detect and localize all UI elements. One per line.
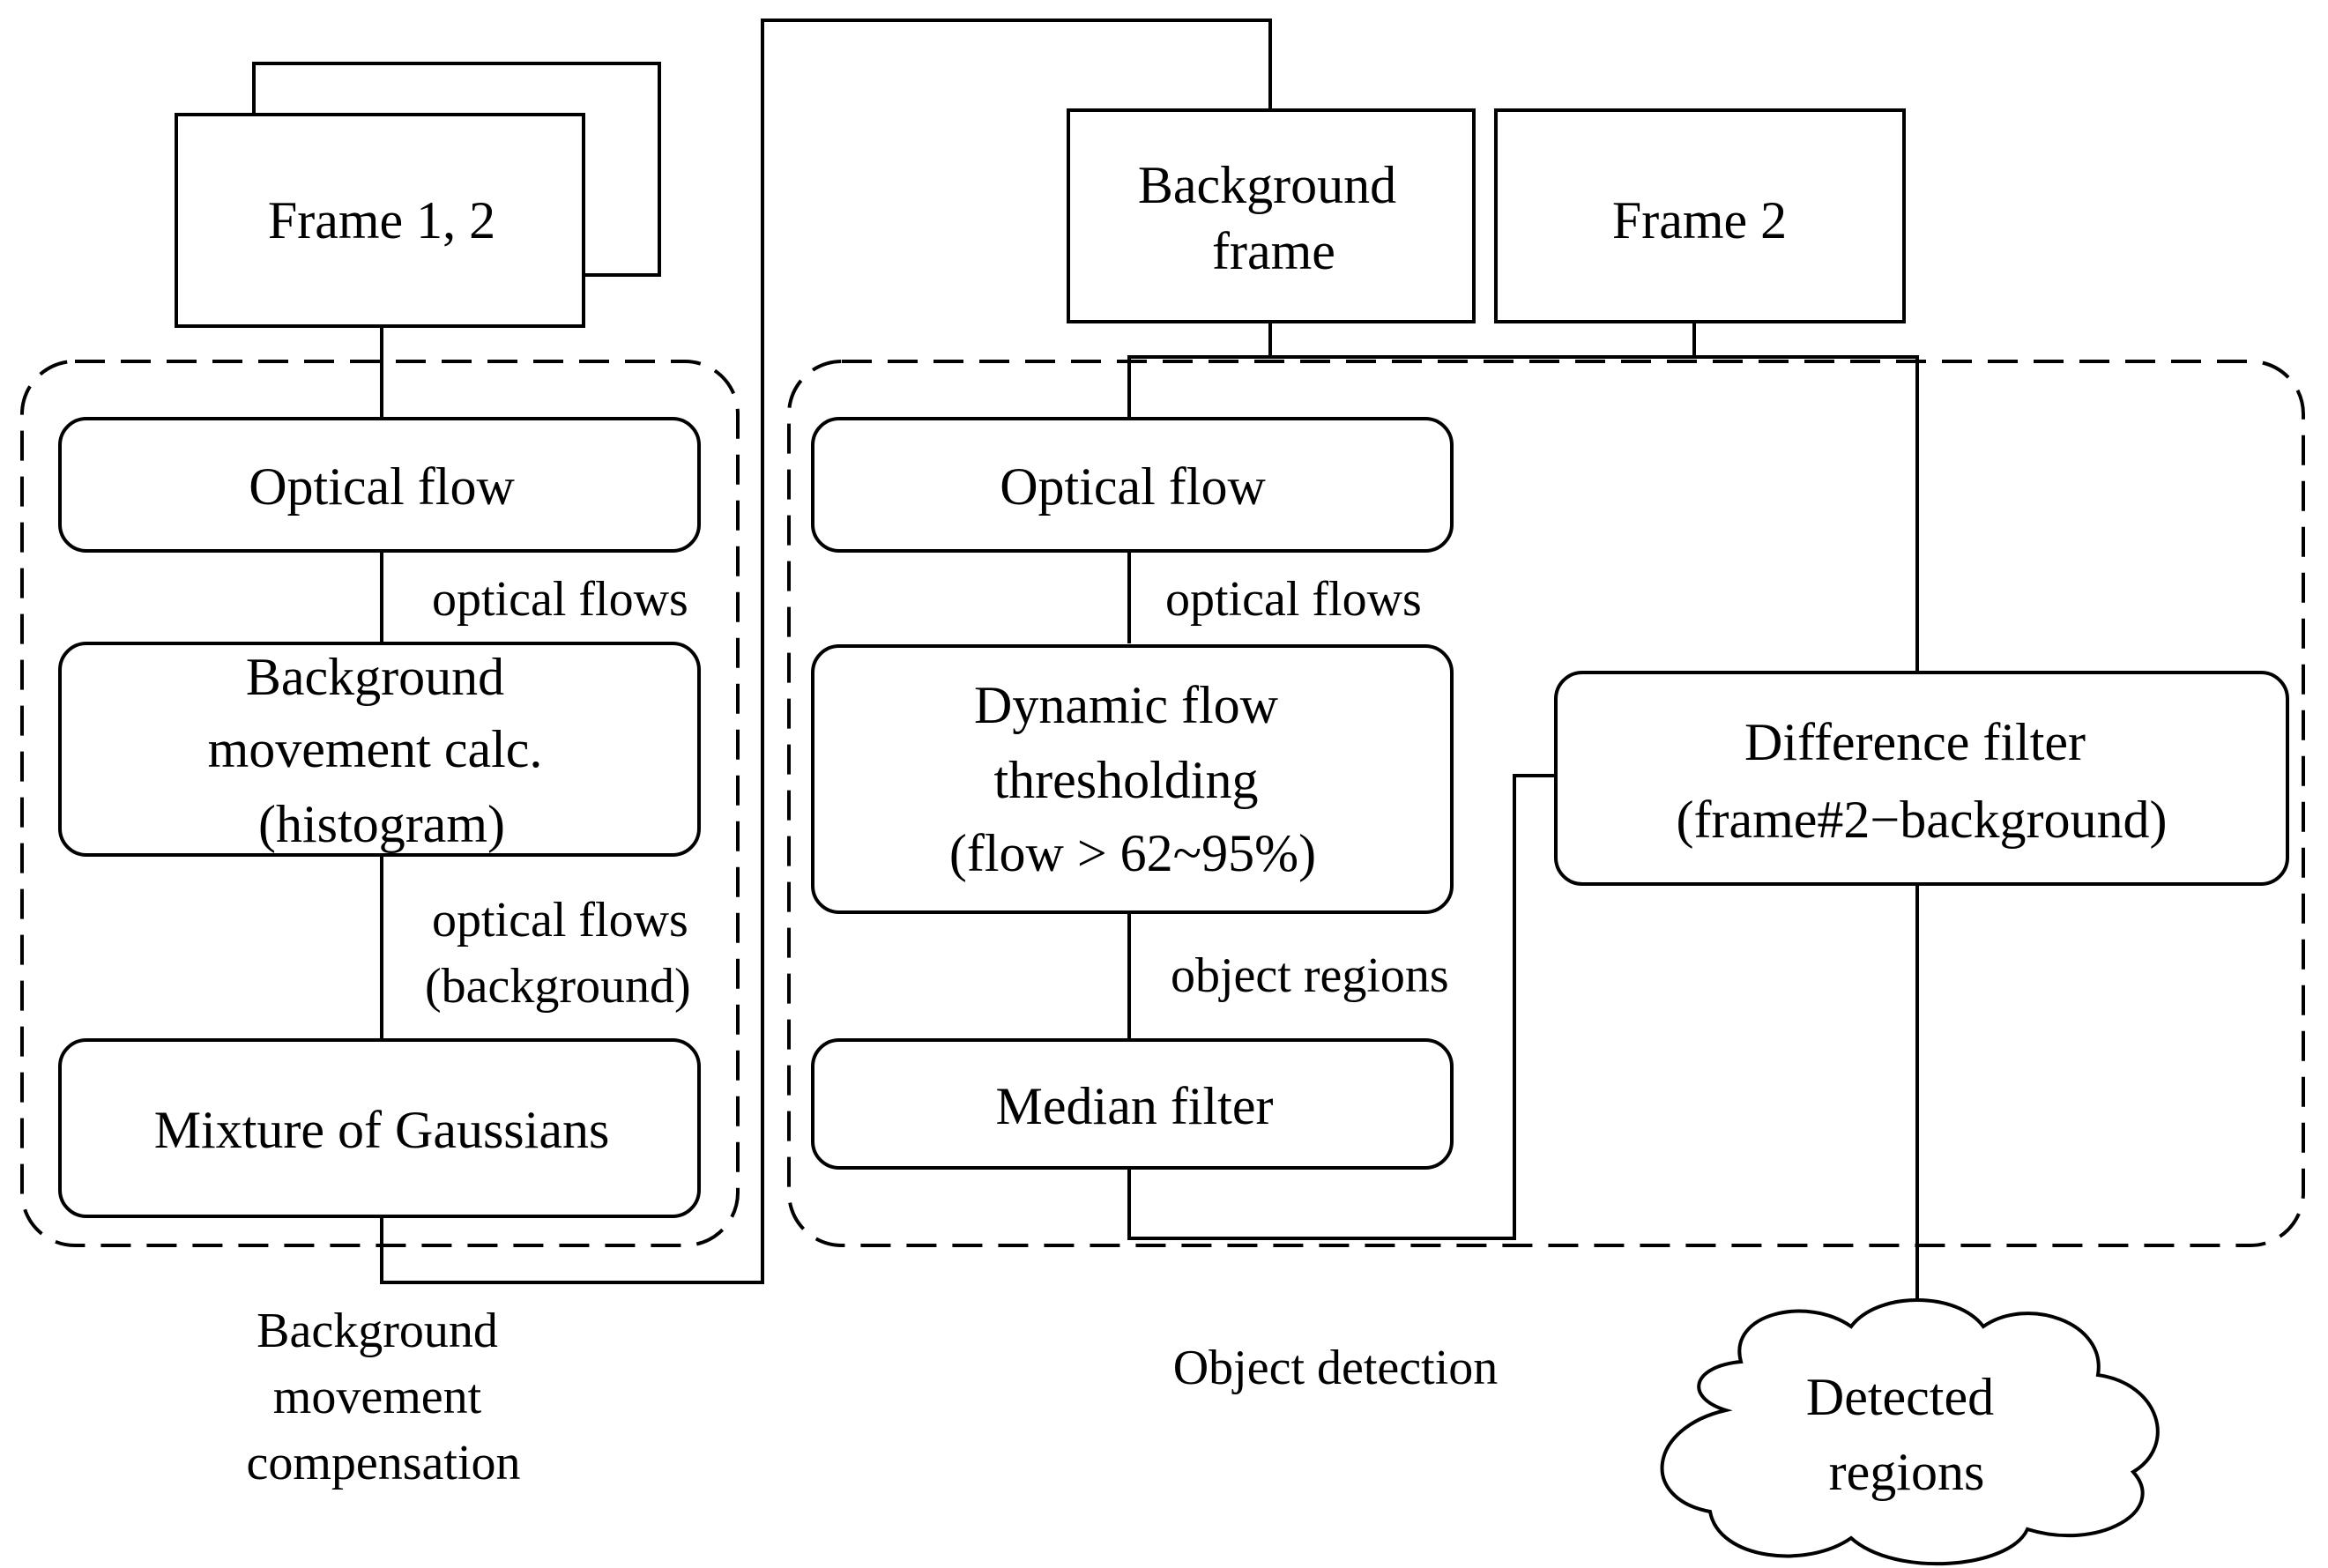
difference-filter-label: Difference filter (frame#2−background): [1677, 713, 2168, 849]
difference-filter-box: [1554, 671, 2289, 886]
dynamic-threshold-node: Dynamic flow thresholding (flow > 62~95%…: [811, 644, 1454, 914]
difference-filter-node: Difference filter (frame#2−background): [1554, 671, 2289, 886]
frame12-stack: Frame 1, 2: [175, 62, 661, 328]
background-frame-box: [1067, 108, 1476, 323]
det-optical-flow-node: Optical flow: [811, 417, 1454, 553]
comp-optical-flow-label: Optical flow: [249, 457, 515, 516]
median-filter-node: Median filter: [811, 1038, 1454, 1170]
mog-label: Mixture of Gaussians: [154, 1101, 610, 1159]
detection-group-boundary: [787, 360, 2305, 1247]
det-optical-flow-box: [811, 417, 1454, 553]
median-filter-box: [811, 1038, 1454, 1170]
comp-optical-flow-node: Optical flow: [58, 417, 701, 553]
dynamic-threshold-box: [811, 644, 1454, 914]
dynamic-threshold-label: Dynamic flow thresholding (flow > 62~95%…: [949, 676, 1316, 882]
comp-edge2-label: optical flows (background): [425, 893, 701, 1014]
frame2-node: Frame 2: [1494, 108, 1906, 323]
bg-calc-label: Background movement calc. (histogram): [208, 648, 556, 853]
frame12-label: Frame 1, 2: [268, 191, 495, 249]
median-filter-label: Median filter: [996, 1077, 1274, 1135]
cloud-shape: [1660, 1298, 2160, 1566]
mog-node: Mixture of Gaussians: [58, 1038, 701, 1218]
frame12-box: [175, 113, 585, 328]
detection-caption: Object detection: [1173, 1341, 1499, 1395]
detected-regions-node: Detected regions: [1660, 1298, 2160, 1566]
background-frame-node: Background frame: [1067, 108, 1476, 323]
det-edge1-label: optical flows: [1165, 572, 1422, 627]
frame2-box: [1494, 108, 1906, 323]
bg-calc-node: Background movement calc. (histogram): [58, 642, 701, 857]
compensation-caption: Background movement compensation: [246, 1304, 520, 1490]
background-frame-label: Background frame: [1138, 156, 1409, 280]
bg-calc-box: [58, 642, 701, 857]
frame2-label: Frame 2: [1612, 191, 1787, 249]
comp-edge1-label: optical flows: [432, 572, 688, 627]
mog-box: [58, 1038, 701, 1218]
detected-regions-label: Detected regions: [1806, 1368, 2007, 1501]
comp-optical-flow-box: [58, 417, 701, 553]
det-optical-flow-label: Optical flow: [1000, 457, 1266, 516]
det-edge2-label: object regions: [1171, 948, 1449, 1003]
connectors: [380, 19, 1919, 1304]
